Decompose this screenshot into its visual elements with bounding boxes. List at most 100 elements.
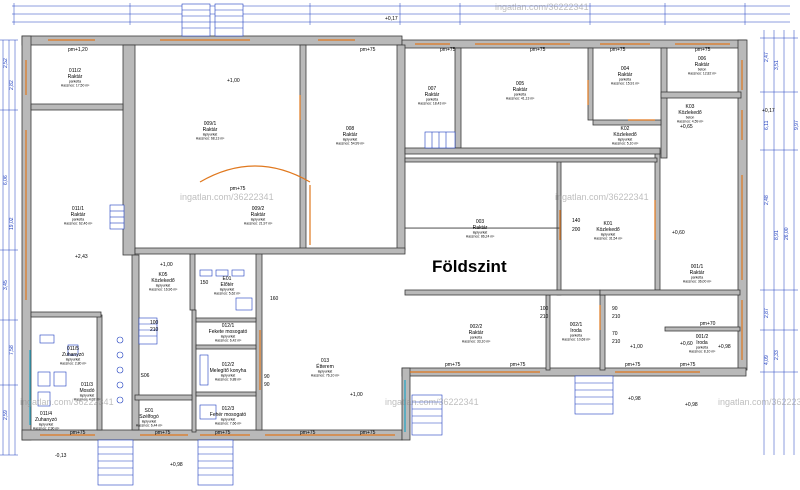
room-floor: parketta (691, 276, 703, 280)
watermarks: ingatlan.com/36222341 ingatlan.com/36222… (20, 2, 800, 407)
level-mark: +0,17 (762, 108, 775, 114)
stair-bottom-left (97, 439, 134, 486)
dim-left-5: 2,59 (3, 410, 9, 420)
room-floor: parketta (426, 98, 438, 102)
opening-label: pm+75 (300, 430, 316, 436)
stair-top-left (181, 3, 211, 37)
opening-label: pm+75 (510, 362, 526, 368)
dim-right-5: 2,87 (764, 308, 770, 318)
dim-right-3: 2,48 (764, 195, 770, 205)
room-use: Iroda (570, 328, 582, 334)
room-name: 008 (346, 126, 355, 132)
room-floor: laplyurkat (318, 370, 333, 374)
opening-label: 100 (150, 320, 159, 326)
stair-inner-left (138, 317, 158, 345)
room-area: Hasznos: 86,24 m² (466, 235, 495, 239)
room-floor: laplyurkat (221, 418, 236, 422)
dim-left-1: 2,52 (3, 58, 9, 68)
room-area: Hasznos: 7,66 m² (215, 422, 242, 426)
room-area: Hasznos: 6,44 m² (136, 424, 163, 428)
dim-right-7: 26,00 (784, 227, 790, 240)
watermark: ingatlan.com/36222341 (180, 192, 274, 202)
room-use: Raktár (251, 212, 266, 218)
opening-label: pm+75 (230, 186, 246, 192)
opening-label: pm+75 (445, 362, 461, 368)
room-area: Hasznos: 6,42 m² (215, 339, 242, 343)
room-floor: parketta (514, 93, 526, 97)
dim-right-2: 6,11 (764, 120, 770, 130)
dim-right-1: 2,47 (764, 52, 770, 62)
stair-bottom-right (574, 375, 614, 415)
room-use: Raktár (425, 92, 440, 98)
opening-label: pm+75 (680, 362, 696, 368)
room-use: Iroda (696, 340, 708, 346)
stair-inner-007 (424, 131, 456, 149)
level-mark: +1,00 (630, 344, 643, 350)
room-floor: parketta (72, 218, 84, 222)
room-area: Hasznos: 2,90 m² (33, 427, 60, 431)
dimension-chain-right (760, 30, 798, 455)
dim-right-6: 4,09 (764, 355, 770, 365)
room-use: Fehér mosogató (210, 412, 247, 418)
room-floor: laplyurkat (221, 374, 236, 378)
room-area: Hasznos: 76,10 m² (311, 374, 340, 378)
floor-title: Földszint (432, 257, 507, 276)
room-area: Hasznos: 41,13 m² (506, 97, 535, 101)
room-floor: laplyurkat (80, 394, 95, 398)
room-name: 013 (321, 358, 330, 364)
room-floor: laplyurkat (251, 218, 266, 222)
room-name: 012/2 (222, 362, 235, 368)
room-name: K02 (621, 126, 630, 132)
room-floor: laplyurkat (473, 231, 488, 235)
opening-label: pm+75 (155, 430, 171, 436)
room-floor: laplyurkat (618, 138, 633, 142)
level-marks: +1,00 +0,17 +0,17 +0,65 +2,43 +1,00 +1,0… (55, 16, 775, 468)
glass-panels (29, 350, 406, 432)
room-name: 006 (698, 56, 707, 62)
watermark: ingatlan.com/36222341 (718, 397, 800, 407)
room-name: 011/2 (69, 68, 81, 74)
room-use: Raktár (469, 330, 484, 336)
room-use: Raktár (68, 74, 83, 80)
dim-right-9: 2,33 (774, 350, 780, 360)
opening-label: pm+75 (695, 47, 711, 53)
room-name: S06 (141, 373, 150, 379)
opening-label: pm+75 (360, 430, 376, 436)
room-use: Étterem (316, 363, 334, 370)
stair-center-bottom (411, 394, 443, 436)
opening-label: 210 (612, 314, 621, 320)
opening-label: 150 (200, 280, 209, 286)
room-name: 009/2 (252, 206, 265, 212)
room-area: Hasznos: 12,82 m² (688, 72, 717, 76)
room-use: Közlekedő (613, 132, 637, 138)
room-floor: laplyurkat (220, 288, 235, 292)
room-name: 011/1 (72, 206, 84, 212)
room-area: Hasznos: 18,43 m² (418, 102, 447, 106)
room-name: 002/1 (570, 322, 583, 328)
room-use: Közlekedő (596, 227, 620, 233)
room-floor: laplyurkat (601, 233, 616, 237)
room-use: Közlekedő (151, 278, 175, 284)
room-name: 004 (621, 66, 630, 72)
room-use: Zuhanyzó (35, 417, 57, 423)
room-use: Raktár (513, 87, 528, 93)
watermark: ingatlan.com/36222341 (495, 2, 589, 12)
room-area: Hasznos: 16,96 m² (149, 288, 178, 292)
room-use: Raktár (695, 62, 710, 68)
room-floor: parketta (696, 346, 708, 350)
level-mark: +2,43 (75, 254, 88, 260)
opening-label: 200 (572, 227, 581, 233)
